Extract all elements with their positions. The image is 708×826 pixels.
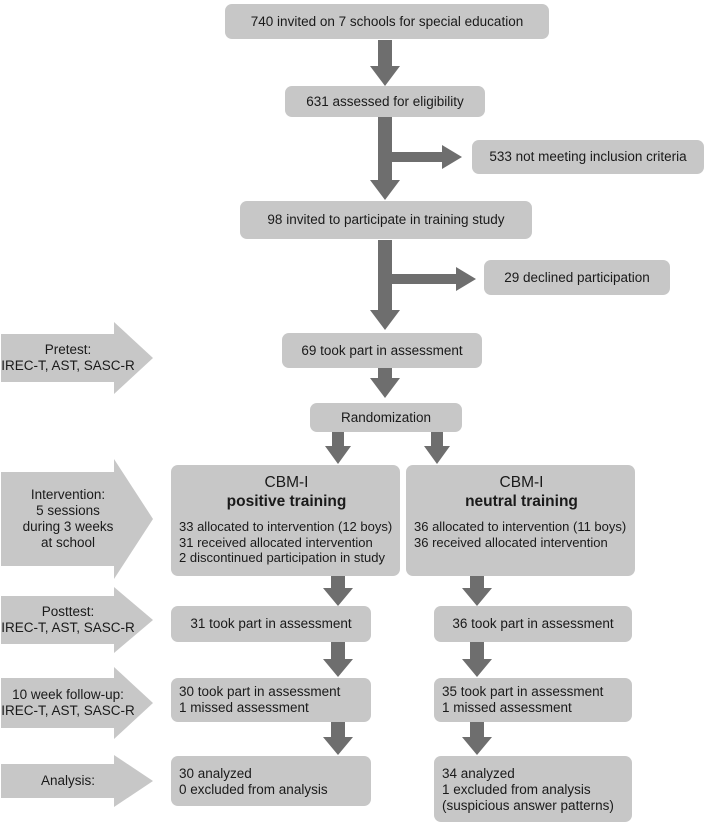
arrow-right-1 xyxy=(392,145,462,169)
arrow-down-2 xyxy=(370,117,400,200)
pretest-phase-arrow: Pretest: IREC-T, AST, SASC-R xyxy=(1,322,153,394)
intervention-detail: 5 sessions xyxy=(36,503,100,518)
neutral-posttest-box: 36 took part in assessment xyxy=(434,606,632,642)
pretest-measures: IREC-T, AST, SASC-R xyxy=(1,358,135,373)
neutral-followup-box: 35 took part in assessment 1 missed asse… xyxy=(434,678,632,722)
arrow-right-2 xyxy=(392,267,476,291)
arrow-down-12 xyxy=(462,722,492,755)
followup-label: 10 week follow-up: xyxy=(12,687,124,702)
positive-analysis-line: 0 excluded from analysis xyxy=(179,782,328,797)
invited-training-box: 98 invited to participate in training st… xyxy=(240,201,532,239)
not-meeting-text: 533 not meeting inclusion criteria xyxy=(489,149,687,164)
invited-box: 740 invited on 7 schools for special edu… xyxy=(225,4,549,39)
positive-training-box: CBM-I positive training 33 allocated to … xyxy=(171,465,400,576)
positive-followup-line: 1 missed assessment xyxy=(179,700,309,715)
randomization-text: Randomization xyxy=(340,409,432,425)
arrow-down-4 xyxy=(370,368,400,398)
neutral-subtitle: neutral training xyxy=(465,493,578,510)
neutral-detail-line: 36 allocated to intervention (11 boys) xyxy=(414,519,627,534)
neutral-analysis-line: (suspicious answer patterns) xyxy=(442,798,614,813)
neutral-posttest-text: 36 took part in assessment xyxy=(452,616,614,631)
declined-text: 29 declined participation xyxy=(504,269,650,285)
randomization-box: Randomization xyxy=(310,403,462,432)
neutral-title: CBM-I xyxy=(499,474,544,491)
arrow-down-11 xyxy=(323,722,353,755)
positive-posttest-box: 31 took part in assessment xyxy=(171,606,371,642)
assessed-text: 631 assessed for eligibility xyxy=(306,93,464,109)
posttest-phase-arrow: Posttest: IREC-T, AST, SASC-R xyxy=(1,587,153,653)
neutral-followup-line: 1 missed assessment xyxy=(442,700,572,715)
analysis-phase-arrow: Analysis: xyxy=(1,755,153,807)
arrow-down-5 xyxy=(325,432,351,464)
followup-measures: IREC-T, AST, SASC-R xyxy=(1,703,135,718)
took-part-text: 69 took part in assessment xyxy=(301,342,463,358)
positive-analysis-line: 30 analyzed xyxy=(179,766,252,781)
analysis-label: Analysis: xyxy=(40,773,96,788)
neutral-training-box: CBM-I neutral training 36 allocated to i… xyxy=(406,465,635,576)
positive-analysis-box: 30 analyzed 0 excluded from analysis xyxy=(171,756,371,806)
arrow-down-6 xyxy=(424,432,450,464)
positive-subtitle: positive training xyxy=(226,493,347,510)
positive-followup-box: 30 took part in assessment 1 missed asse… xyxy=(171,678,371,722)
not-meeting-box: 533 not meeting inclusion criteria xyxy=(472,140,704,174)
neutral-detail-line: 36 received allocated intervention xyxy=(414,534,608,550)
arrow-down-1 xyxy=(370,40,400,86)
positive-posttest-text: 31 took part in assessment xyxy=(190,616,352,631)
posttest-label: Posttest: xyxy=(41,604,95,619)
intervention-detail: during 3 weeks xyxy=(22,519,114,534)
intervention-detail: at school xyxy=(40,535,96,550)
neutral-followup-line: 35 took part in assessment xyxy=(442,684,604,699)
arrow-down-8 xyxy=(462,576,492,606)
pretest-label: Pretest: xyxy=(44,342,92,357)
positive-followup-line: 30 took part in assessment xyxy=(179,684,341,699)
took-part-box: 69 took part in assessment xyxy=(282,333,482,368)
declined-box: 29 declined participation xyxy=(484,260,670,295)
invited-training-text: 98 invited to participate in training st… xyxy=(267,212,505,227)
followup-phase-arrow: 10 week follow-up: IREC-T, AST, SASC-R xyxy=(1,667,153,739)
intervention-label: Intervention: xyxy=(30,487,106,502)
neutral-analysis-box: 34 analyzed 1 excluded from analysis (su… xyxy=(434,756,632,822)
neutral-analysis-line: 34 analyzed xyxy=(442,766,515,781)
positive-detail-line: 31 received allocated intervention xyxy=(179,534,373,550)
invited-text: 740 invited on 7 schools for special edu… xyxy=(250,13,524,29)
arrow-down-9 xyxy=(323,642,353,677)
arrow-down-7 xyxy=(323,576,353,606)
intervention-phase-arrow: Intervention: 5 sessions during 3 weeks … xyxy=(1,459,153,579)
positive-detail-line: 33 allocated to intervention (12 boys) xyxy=(179,519,393,534)
arrow-down-3 xyxy=(370,240,400,330)
positive-detail-line: 2 discontinued participation in study xyxy=(179,550,385,565)
neutral-analysis-line: 1 excluded from analysis xyxy=(442,782,591,797)
assessed-box: 631 assessed for eligibility xyxy=(285,86,485,117)
arrow-down-10 xyxy=(462,642,492,677)
posttest-measures: IREC-T, AST, SASC-R xyxy=(1,620,135,635)
positive-title: CBM-I xyxy=(264,474,309,491)
